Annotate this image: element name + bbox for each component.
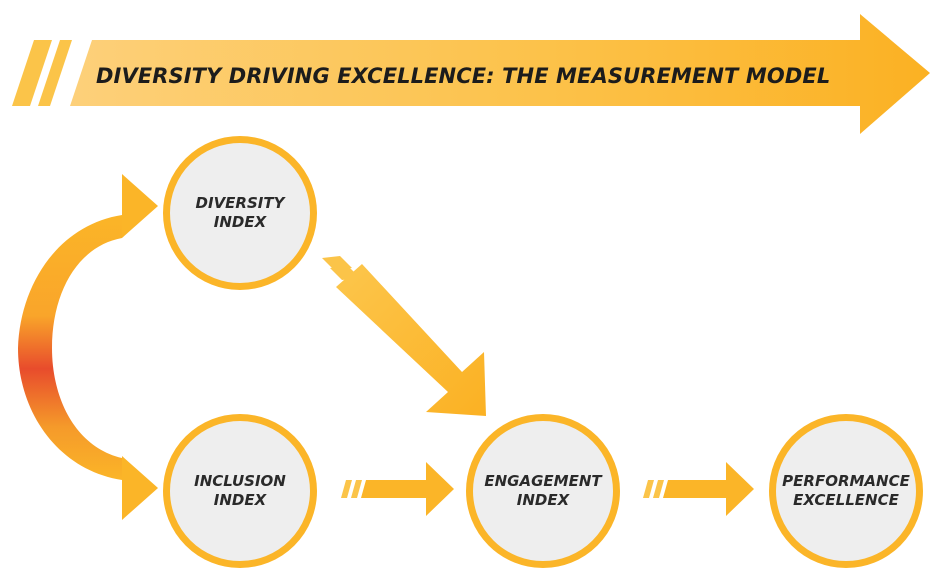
h1-arrow-body <box>361 462 454 516</box>
curved-two-way-arrow <box>18 174 158 520</box>
arrow-diversity-to-engagement <box>322 256 486 416</box>
curved-arrow-band <box>18 215 122 480</box>
arrow-inclusion-to-engagement <box>341 462 454 516</box>
banner-stripe-1 <box>12 40 52 106</box>
diag-arrow-body <box>336 264 486 416</box>
node-engagement-index-label: ENGAGEMENT INDEX <box>484 472 602 509</box>
curved-arrow-head-bottom <box>122 456 158 520</box>
node-diversity-index: DIVERSITY INDEX <box>163 136 317 290</box>
h2-arrow-body <box>663 462 754 516</box>
node-engagement-index: ENGAGEMENT INDEX <box>466 414 620 568</box>
node-inclusion-index-label: INCLUSION INDEX <box>194 472 286 509</box>
banner-body <box>70 14 930 134</box>
title-banner-arrow <box>12 14 930 134</box>
h1-stripe-1 <box>341 480 352 498</box>
node-performance-excellence: PERFORMANCE EXCELLENCE <box>769 414 923 568</box>
node-performance-excellence-label: PERFORMANCE EXCELLENCE <box>782 472 910 509</box>
curved-arrow-head-top <box>122 174 158 238</box>
node-diversity-index-label: DIVERSITY INDEX <box>195 194 285 231</box>
diagram-title: DIVERSITY DRIVING EXCELLENCE: THE MEASUR… <box>96 64 831 88</box>
h2-stripe-1 <box>643 480 654 498</box>
h1-stripe-2 <box>351 480 362 498</box>
node-inclusion-index: INCLUSION INDEX <box>163 414 317 568</box>
h2-stripe-2 <box>653 480 664 498</box>
banner-stripe-2 <box>38 40 72 106</box>
arrow-engagement-to-performance <box>643 462 754 516</box>
